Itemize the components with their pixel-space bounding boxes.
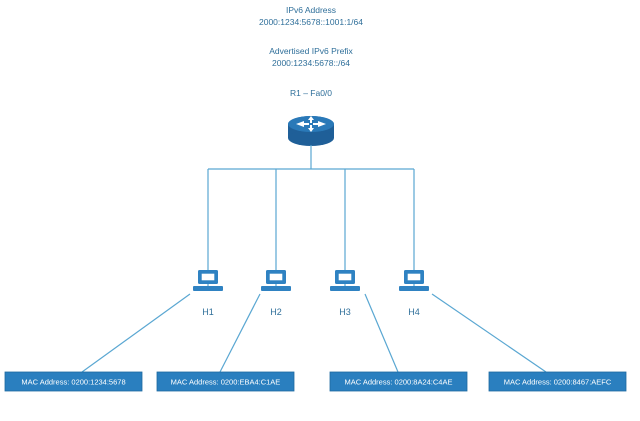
mac-address-h3: MAC Address: 0200:8A24:C4AE — [345, 378, 453, 387]
router-icon — [288, 116, 334, 146]
host-h4-label: H4 — [408, 307, 420, 317]
mac-address-box-h3: MAC Address: 0200:8A24:C4AE — [329, 371, 468, 392]
host-h2-label: H2 — [270, 307, 282, 317]
mac-address-box-h2: MAC Address: 0200:EBA4:C1AE — [156, 371, 295, 392]
ipv6-address-title: IPv6 Address — [286, 5, 336, 15]
mac-address-h2: MAC Address: 0200:EBA4:C1AE — [171, 378, 281, 387]
host-h1-computer-icon — [193, 270, 223, 291]
host-h2-computer-icon — [261, 270, 291, 291]
mac-address-h1: MAC Address: 0200:1234:5678 — [21, 378, 125, 387]
network-links — [81, 145, 547, 373]
ipv6-address-value: 2000:1234:5678::1001:1/64 — [259, 17, 363, 27]
mac-address-box-h4: MAC Address: 0200:8467:AEFC — [488, 371, 627, 392]
mac-address-box-h1: MAC Address: 0200:1234:5678 — [4, 371, 143, 392]
advertised-prefix-title: Advertised IPv6 Prefix — [269, 46, 353, 56]
host-h3-computer-icon — [330, 270, 360, 291]
router-interface-label: R1 – Fa0/0 — [290, 88, 332, 98]
advertised-prefix-value: 2000:1234:5678::/64 — [272, 58, 350, 68]
host-h1-label: H1 — [202, 307, 214, 317]
host-h4-computer-icon — [399, 270, 429, 291]
mac-address-h4: MAC Address: 0200:8467:AEFC — [504, 378, 612, 387]
host-h3-label: H3 — [339, 307, 351, 317]
